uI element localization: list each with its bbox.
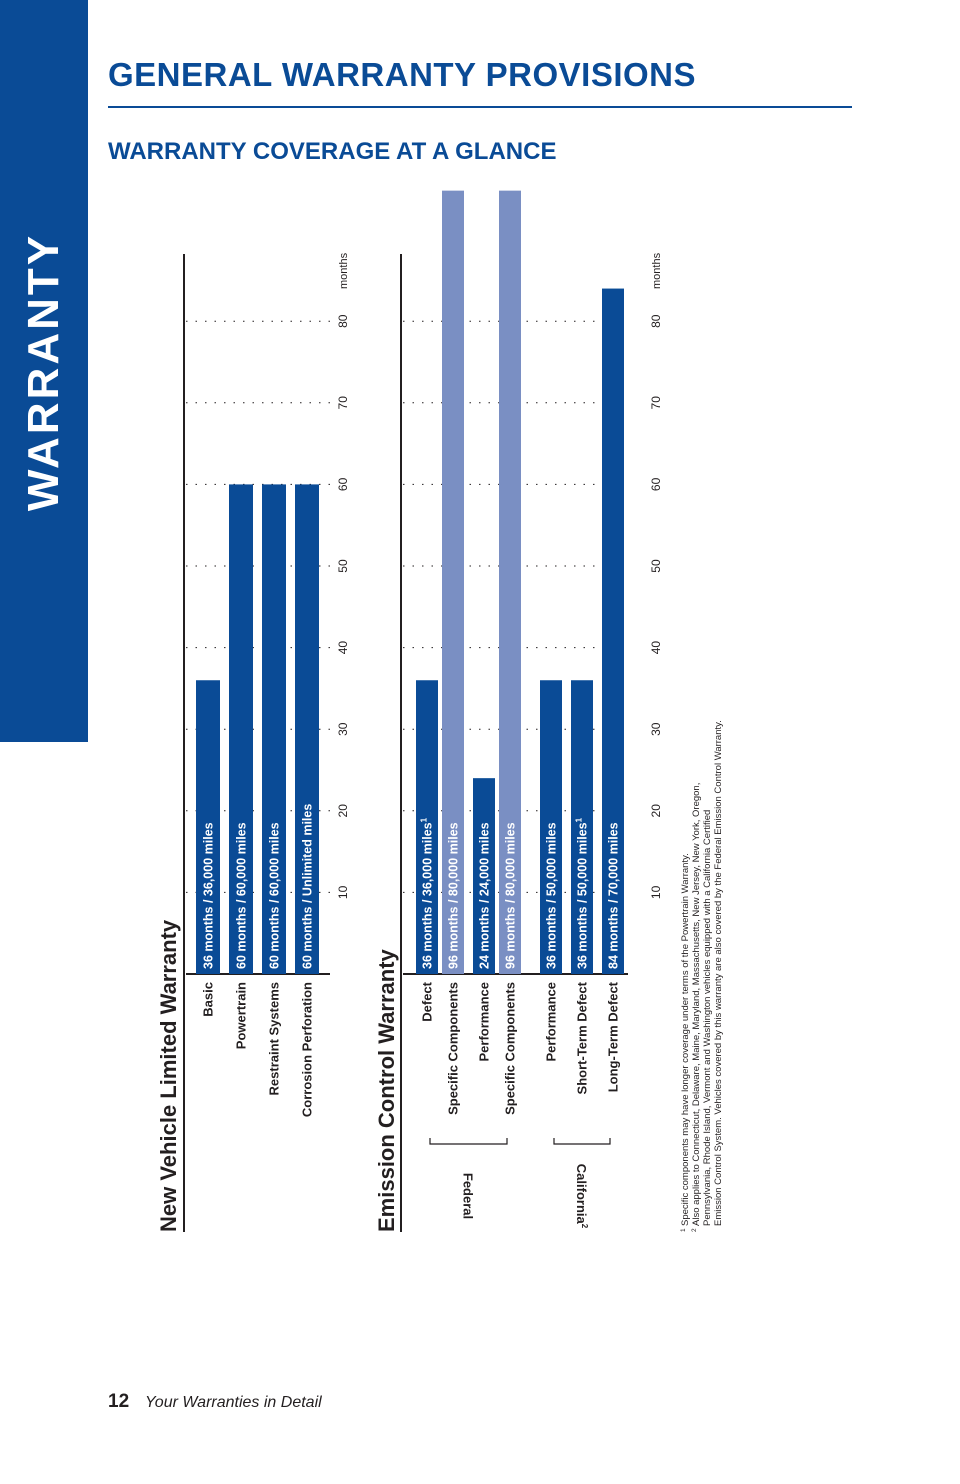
nvlw-tick-label: 30 xyxy=(336,722,350,736)
ecw-tick-label: 30 xyxy=(649,722,663,736)
ecw-bar-label: 36 months / 36,000 miles1 xyxy=(420,817,435,969)
ecw-bar xyxy=(442,190,464,974)
ecw-bar-label: 24 months / 24,000 miles xyxy=(478,822,492,969)
nvlw-tick-label: 40 xyxy=(336,641,350,655)
ecw-tick-label: 60 xyxy=(649,477,663,491)
footnote-mark: 2 xyxy=(691,1228,698,1232)
nvlw-bar-label: 36 months / 36,000 miles xyxy=(202,822,216,969)
ecw-bar-label: 96 months / 80,000 miles xyxy=(504,822,518,969)
ecw-group-brackets: Federal California2 xyxy=(429,1138,611,1229)
ecw-bar xyxy=(540,680,562,974)
side-tab: WARRANTY xyxy=(0,0,88,742)
rotated-charts-group: New Vehicle Limited Warranty Basic Powert… xyxy=(156,190,724,1232)
ecw-bar xyxy=(473,778,495,974)
ecw-category-label: Defect xyxy=(420,981,435,1021)
nvlw-bar-label: 60 months / Unlimited miles xyxy=(301,804,315,969)
nvlw-tick-label: 80 xyxy=(336,314,350,328)
ecw-category-label: Short-Term Defect xyxy=(575,981,590,1094)
nvlw-bar xyxy=(262,484,286,974)
nvlw-bar-label: 60 months / 60,000 miles xyxy=(235,822,249,969)
footnote-mark: 1 xyxy=(680,1228,687,1232)
page-number: 12 xyxy=(108,1391,130,1412)
ecw-group-bracket xyxy=(429,1138,508,1145)
nvlw-tick-label: 50 xyxy=(336,559,350,573)
emission-control-warranty-chart: Emission Control Warranty Federal Califor… xyxy=(374,190,663,1232)
footnote-line: Also applies to Connecticut, Delaware, M… xyxy=(691,783,702,1226)
ecw-group-bracket xyxy=(553,1138,611,1145)
nvlw-bar xyxy=(196,680,220,974)
ecw-category-label: Specific Components xyxy=(446,982,461,1115)
nvlw-tick-label: 60 xyxy=(336,477,350,491)
ecw-tick-label: 10 xyxy=(649,885,663,899)
nvlw-category-label: Corrosion Perforation xyxy=(300,982,315,1117)
ecw-bar-label: 96 months / 80,000 miles xyxy=(447,822,461,969)
nvlw-axis-unit: months xyxy=(338,252,350,289)
ecw-bars: 36 months / 36,000 miles1 96 months / 80,… xyxy=(416,190,624,974)
title-rule xyxy=(108,106,852,108)
nvlw-tick-label: 20 xyxy=(336,804,350,818)
ecw-group-label: California2 xyxy=(574,1164,589,1229)
ecw-tick-label: 40 xyxy=(649,641,663,655)
footnote-line: Pennsylvania, Rhode Island, Vermont and … xyxy=(702,810,713,1226)
ecw-tick-label: 80 xyxy=(649,314,663,328)
ecw-tick-label: 20 xyxy=(649,804,663,818)
page-subtitle: WARRANTY COVERAGE AT A GLANCE xyxy=(108,138,557,165)
nvlw-bar xyxy=(295,484,319,974)
ecw-category-label: Specific Components xyxy=(503,982,518,1115)
ecw-tick-label: 70 xyxy=(649,396,663,410)
nvlw-category-label: Restraint Systems xyxy=(267,982,282,1095)
footer-section-title: Your Warranties in Detail xyxy=(145,1394,322,1411)
ecw-bar xyxy=(416,680,438,974)
ecw-category-label: Long-Term Defect xyxy=(606,981,621,1092)
ecw-group-label: Federal xyxy=(461,1173,476,1219)
nvlw-tick-label: 70 xyxy=(336,396,350,410)
nvlw-bars: 36 months / 36,000 miles 60 months / 60,0… xyxy=(196,484,319,974)
ecw-category-label: Performance xyxy=(544,982,559,1061)
footnote-line: Specific components may have longer cove… xyxy=(680,853,691,1226)
nvlw-tick-label: 10 xyxy=(336,885,350,899)
new-vehicle-warranty-chart: New Vehicle Limited Warranty Basic Powert… xyxy=(156,252,350,1232)
footnotes: 1 Specific components may have longer cov… xyxy=(680,720,724,1232)
ecw-category-label: Performance xyxy=(477,982,492,1061)
nvlw-category-label: Powertrain xyxy=(234,982,249,1049)
ecw-bar-label: 36 months / 50,000 miles1 xyxy=(575,817,590,969)
nvlw-category-label: Basic xyxy=(201,982,216,1017)
nvlw-categories: Basic Powertrain Restraint Systems Corrosio… xyxy=(201,982,315,1117)
ecw-tick-labels: 10 20 30 40 50 60 70 80 xyxy=(649,314,663,899)
ecw-axis-unit: months xyxy=(651,252,663,289)
nvlw-tick-labels: 10 20 30 40 50 60 70 80 xyxy=(336,314,350,899)
nvlw-title: New Vehicle Limited Warranty xyxy=(156,919,181,1232)
footnote-line: Emission Control System. Vehicles covere… xyxy=(713,720,724,1226)
ecw-title: Emission Control Warranty xyxy=(374,948,399,1232)
ecw-bar-label: 84 months / 70,000 miles xyxy=(607,822,621,969)
ecw-bar-label: 36 months / 50,000 miles xyxy=(545,822,559,969)
page-title: GENERAL WARRANTY PROVISIONS xyxy=(108,56,697,93)
ecw-bar xyxy=(602,288,624,974)
nvlw-bar-label: 60 months / 60,000 miles xyxy=(268,822,282,969)
nvlw-bar xyxy=(229,484,253,974)
ecw-tick-label: 50 xyxy=(649,559,663,573)
ecw-bar xyxy=(571,680,593,974)
ecw-categories: Defect Specific Components Performance Spec… xyxy=(420,981,621,1115)
ecw-bar xyxy=(499,190,521,974)
